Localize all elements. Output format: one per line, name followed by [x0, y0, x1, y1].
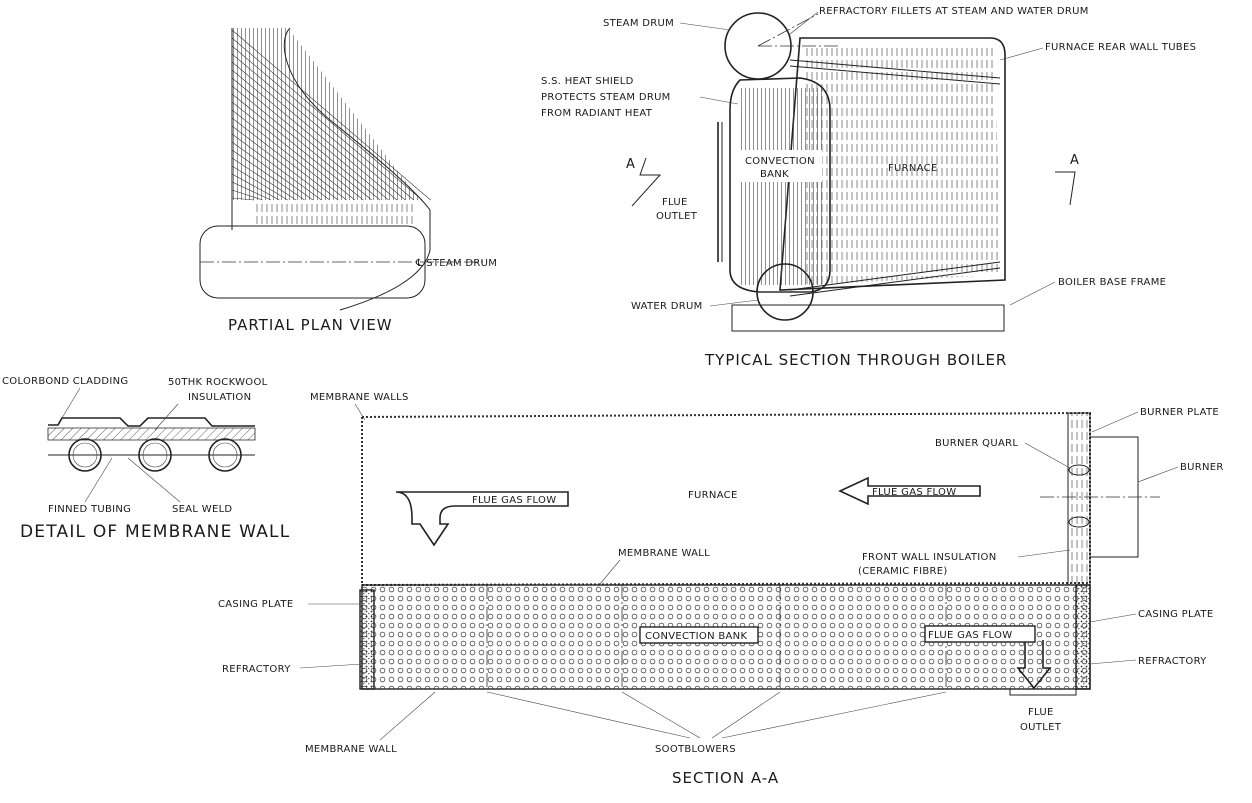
- plan-title: PARTIAL PLAN VIEW: [228, 316, 393, 334]
- svg-text:FLUE GAS FLOW: FLUE GAS FLOW: [928, 630, 1012, 641]
- section-aa-title: SECTION A-A: [672, 769, 779, 787]
- right-casing-refractory: [1075, 584, 1091, 690]
- detail-tube-1: [68, 438, 102, 472]
- plan-tube-line: [231, 29, 431, 201]
- label-sootblowers: SOOTBLOWERS: [655, 744, 736, 755]
- label-refractory-left: REFRACTORY: [222, 664, 291, 675]
- plan-tube-line: [231, 189, 263, 201]
- label-casing-plate-right: CASING PLATE: [1138, 609, 1213, 620]
- label-convection-bank: CONVECTION BANK: [645, 631, 747, 642]
- left-casing-refractory: [359, 589, 375, 690]
- plan-tube-line: [231, 173, 280, 201]
- plan-tube-line: [231, 141, 314, 201]
- label-colorbond: COLORBOND CLADDING: [2, 376, 128, 387]
- typical-section: STEAM DRUM REFRACTORY FILLETS AT STEAM A…: [541, 6, 1196, 369]
- label-front-insulation-1: FRONT WALL INSULATION: [862, 552, 997, 563]
- label-heat-shield-1: S.S. HEAT SHIELD: [541, 76, 634, 87]
- convection-bank-label-box: [639, 626, 759, 644]
- label-flue: FLUE: [662, 197, 688, 208]
- plan-tube-line: [231, 61, 398, 201]
- detail-tube-3: [208, 438, 242, 472]
- section-a-a: FLUE GAS FLOW FLUE GAS FLOW FLUE GAS FLO…: [218, 392, 1224, 787]
- label-outlet-aa: OUTLET: [1020, 722, 1062, 733]
- plan-tube-fan: [230, 28, 431, 201]
- furnace-tube-fill: [805, 45, 1000, 285]
- label-rockwool-1: 50THK ROCKWOOL: [168, 377, 268, 388]
- plan-tube-line: [231, 109, 347, 201]
- label-outlet: OUTLET: [656, 211, 698, 222]
- section-title: TYPICAL SECTION THROUGH BOILER: [704, 351, 1007, 369]
- plan-tube-line: [231, 85, 372, 201]
- membrane-wall-envelope: [361, 411, 1091, 587]
- plan-tube-line: [231, 53, 406, 201]
- plan-tube-line: [231, 101, 356, 201]
- label-furnace-aa: FURNACE: [688, 490, 738, 501]
- label-finned-tubing: FINNED TUBING: [48, 504, 131, 515]
- label-burner: BURNER: [1180, 462, 1224, 473]
- label-steam-drum: STEAM DRUM: [603, 18, 674, 29]
- label-bank: BANK: [760, 169, 789, 180]
- label-heat-shield-3: FROM RADIANT HEAT: [541, 108, 653, 119]
- flow-arrow-top: FLUE GAS FLOW: [838, 476, 981, 506]
- plan-tube-line: [231, 197, 255, 201]
- plan-tube-line: [231, 69, 389, 201]
- plan-tube-line: [231, 117, 339, 201]
- plan-tube-line: [231, 165, 288, 201]
- label-membrane-wall-top: MEMBRANE WALL: [618, 548, 710, 559]
- plan-tube-line: [231, 133, 322, 201]
- plan-tube-line: [231, 45, 414, 201]
- label-membrane-wall-bottom: MEMBRANE WALL: [305, 744, 397, 755]
- label-casing-plate-left: CASING PLATE: [218, 599, 293, 610]
- plan-tube-line: [231, 157, 297, 201]
- label-membrane-walls: MEMBRANE WALLS: [310, 392, 409, 403]
- plan-steam-drum-cl-label: ℄ STEAM DRUM: [415, 258, 497, 269]
- label-refractory-fillets: REFRACTORY FILLETS AT STEAM AND WATER DR…: [819, 6, 1089, 17]
- plan-tube-line: [231, 77, 381, 201]
- membrane-wall-detail: COLORBOND CLADDING 50THK ROCKWOOL INSULA…: [2, 376, 290, 542]
- label-base-frame: BOILER BASE FRAME: [1058, 277, 1166, 288]
- detail-insulation: [47, 427, 256, 441]
- label-seal-weld: SEAL WELD: [172, 504, 232, 515]
- plan-tube-line: [231, 93, 364, 201]
- detail-tube-2: [138, 438, 172, 472]
- plan-tube-line: [231, 181, 272, 201]
- boiler-base-frame: [731, 304, 1005, 332]
- furnace-outline: [779, 37, 1006, 291]
- burner-plate: [1067, 412, 1091, 586]
- label-rockwool-2: INSULATION: [188, 392, 251, 403]
- partial-plan-view: ℄ STEAM DRUM PARTIAL PLAN VIEW: [199, 27, 497, 334]
- label-refractory-right: REFRACTORY: [1138, 656, 1207, 667]
- plan-tube-line: [231, 125, 330, 201]
- label-water-drum: WATER DRUM: [631, 301, 703, 312]
- flow-arrow-right: FLUE GAS FLOW: [924, 625, 1052, 690]
- section-mark-right: A: [1055, 153, 1079, 206]
- convection-bank-tubes: [738, 88, 825, 285]
- label-flue-aa: FLUE: [1028, 707, 1054, 718]
- label-heat-shield-2: PROTECTS STEAM DRUM: [541, 92, 671, 103]
- label-burner-quarl: BURNER QUARL: [935, 438, 1018, 449]
- plan-tube-ends: [255, 200, 415, 228]
- label-furnace: FURNACE: [888, 163, 938, 174]
- label-burner-plate: BURNER PLATE: [1140, 407, 1219, 418]
- svg-text:FLUE GAS FLOW: FLUE GAS FLOW: [472, 495, 556, 506]
- detail-cladding: [48, 417, 255, 427]
- label-front-insulation-2: (CERAMIC FIBRE): [858, 566, 948, 577]
- svg-text:A: A: [1070, 153, 1079, 168]
- flow-arrow-left: FLUE GAS FLOW: [395, 491, 569, 547]
- svg-text:FLUE GAS FLOW: FLUE GAS FLOW: [872, 487, 956, 498]
- label-rear-wall-tubes: FURNACE REAR WALL TUBES: [1045, 42, 1196, 53]
- plan-casing-outline: [283, 27, 431, 311]
- plan-tube-line: [231, 149, 305, 201]
- label-convection: CONVECTION: [745, 156, 815, 167]
- plan-tube-line: [231, 37, 423, 201]
- svg-text:A: A: [626, 157, 635, 172]
- section-mark-left: A: [626, 157, 662, 207]
- detail-title: DETAIL OF MEMBRANE WALL: [20, 522, 290, 542]
